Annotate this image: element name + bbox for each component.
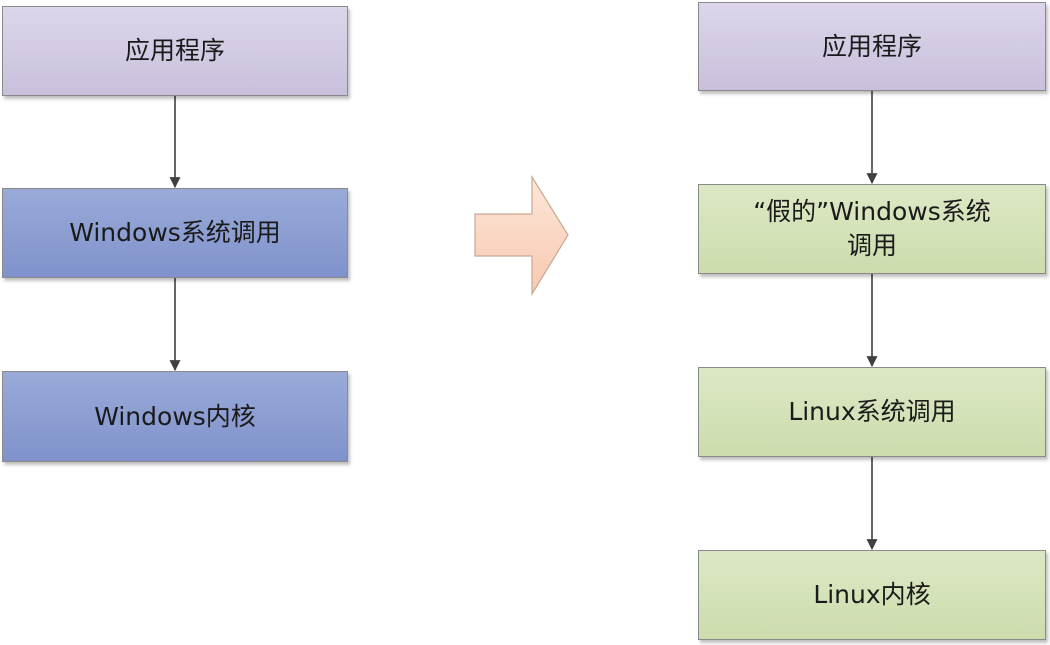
right-application-label: 应用程序 <box>821 31 922 61</box>
fake-syscall-line-2: 调用 <box>846 231 897 260</box>
right-linux-syscall-label: Linux系统调用 <box>788 397 956 427</box>
fake-syscall-line-1: “假的”Windows系统 <box>753 197 991 227</box>
right-linux-kernel-label: Linux内核 <box>813 580 931 610</box>
left-windows-syscall-box: Windows系统调用 <box>2 188 348 278</box>
left-windows-kernel-box: Windows内核 <box>2 371 348 462</box>
right-fake-windows-syscall-label: “假的”Windows系统 调用 <box>743 195 1001 263</box>
left-application-label: 应用程序 <box>124 36 225 66</box>
right-fake-windows-syscall-box: “假的”Windows系统 调用 <box>698 184 1046 274</box>
right-linux-syscall-box: Linux系统调用 <box>698 367 1046 457</box>
left-application-box: 应用程序 <box>2 6 348 96</box>
right-linux-kernel-box: Linux内核 <box>698 550 1046 640</box>
left-windows-syscall-label: Windows系统调用 <box>69 218 281 248</box>
right-application-box: 应用程序 <box>698 2 1046 91</box>
transition-arrow-icon <box>474 174 569 297</box>
left-windows-kernel-label: Windows内核 <box>94 401 256 431</box>
